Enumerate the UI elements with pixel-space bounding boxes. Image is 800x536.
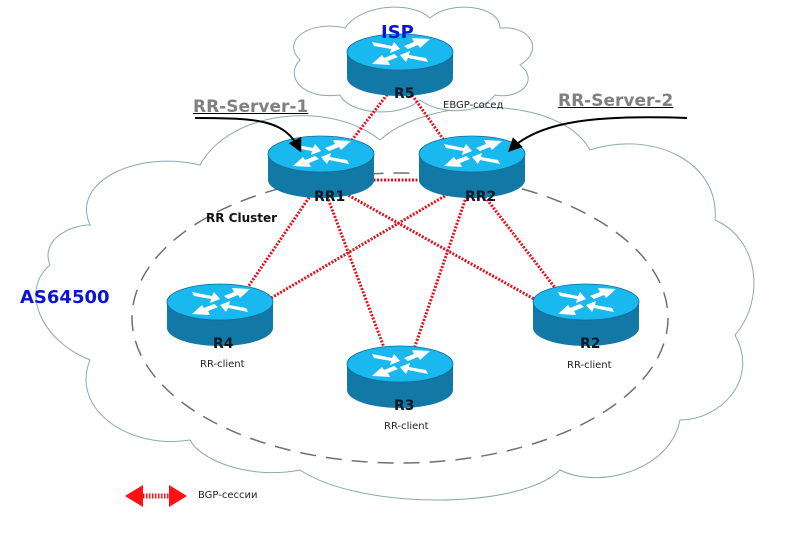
router-r2-sublabel: RR-client <box>567 360 612 371</box>
cluster-label: RR Cluster <box>206 211 278 225</box>
as-label: AS64500 <box>20 287 110 308</box>
bgp-session-rr2-r3 <box>398 179 474 391</box>
router-r2-label: R2 <box>580 336 601 352</box>
rr-server-2-label: RR-Server-2 <box>558 91 674 111</box>
router-rr1[interactable] <box>267 135 375 198</box>
router-top <box>532 283 640 321</box>
rr-server-1-label: RR-Server-1 <box>193 97 309 117</box>
router-r4-label: R4 <box>213 336 234 352</box>
router-icon <box>192 288 250 315</box>
router-icon <box>444 140 502 167</box>
router-rr2-label: RR2 <box>465 189 497 205</box>
bgp-session-rr1-r4 <box>218 179 323 329</box>
as-cloud <box>35 106 755 501</box>
router-r2[interactable] <box>532 283 640 346</box>
legend-label: BGP-сессии <box>198 490 258 501</box>
router-icon <box>372 350 430 377</box>
routers <box>166 33 640 408</box>
router-icon <box>372 38 430 65</box>
router-r5[interactable] <box>346 33 454 96</box>
router-r5-label: R5 <box>394 86 415 102</box>
router-icon <box>558 288 616 315</box>
double-arrow-icon <box>125 485 187 507</box>
router-r4-sublabel: RR-client <box>200 359 245 370</box>
router-rr1-label: RR1 <box>314 189 346 205</box>
router-icon <box>293 140 351 167</box>
router-top <box>418 135 526 173</box>
router-r3-sublabel: RR-client <box>384 421 429 432</box>
router-r3[interactable] <box>346 345 454 408</box>
rr-cluster-boundary <box>131 172 669 464</box>
router-top <box>166 283 274 321</box>
isp-label: ISP <box>381 22 414 43</box>
rr-server-1-arrow <box>194 117 302 153</box>
router-top <box>346 345 454 383</box>
router-top <box>267 135 375 173</box>
router-r3-label: R3 <box>394 398 415 414</box>
router-r4[interactable] <box>166 283 274 346</box>
router-r5-sublabel: EBGP-сосед <box>443 100 504 111</box>
rr-server-2-arrow <box>508 116 688 152</box>
router-rr2[interactable] <box>418 135 526 198</box>
